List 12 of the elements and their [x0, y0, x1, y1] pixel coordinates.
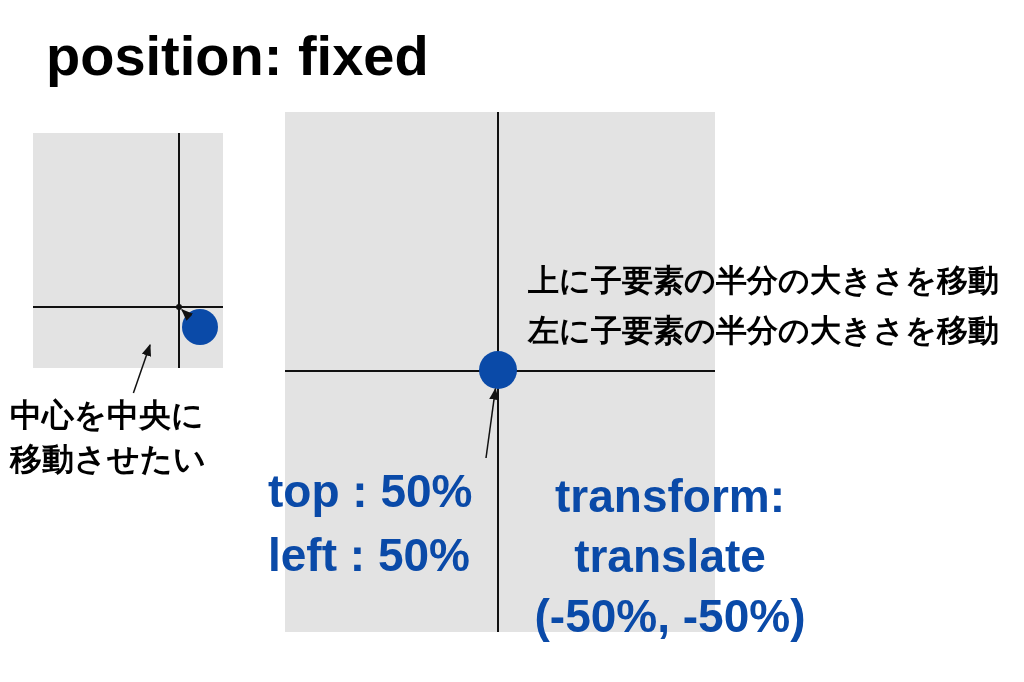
panel [33, 133, 223, 368]
title: position: fixed [46, 23, 429, 89]
note-text: 中心を中央に移動させたい [10, 396, 207, 479]
arrow [485, 387, 499, 459]
crosshair-point [176, 304, 182, 310]
arrow [132, 343, 151, 394]
label-text: 上に子要素の半分の大きさを移動 [528, 262, 999, 300]
arrow [181, 309, 194, 321]
label-text: top : 50% [268, 466, 473, 516]
label-text: left : 50% [268, 530, 470, 580]
label-text: 左に子要素の半分の大きさを移動 [528, 312, 999, 350]
label-text: transform: translate (-50%, -50%) [533, 469, 807, 644]
